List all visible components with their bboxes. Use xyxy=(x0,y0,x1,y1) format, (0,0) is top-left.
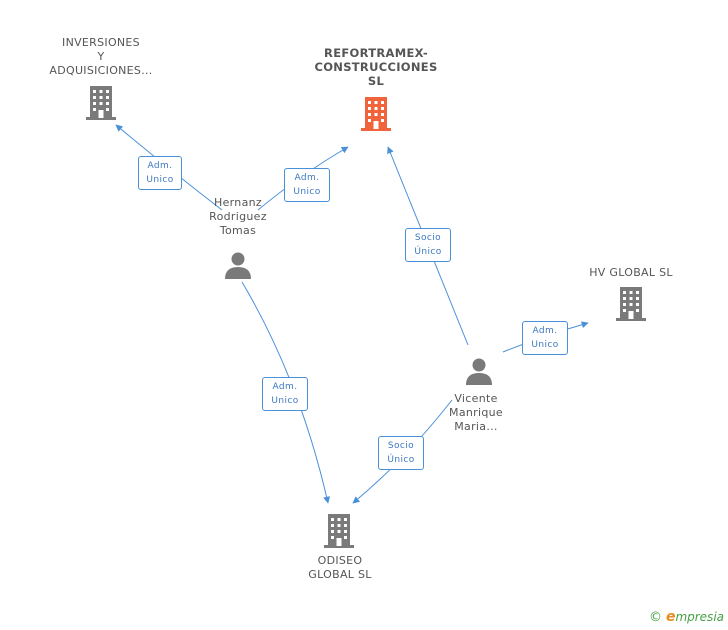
edge-label-vicente-hvglobal: Adm. Unico xyxy=(522,321,568,355)
building-icon[interactable] xyxy=(324,514,354,548)
node-label-odiseo[interactable]: ODISEO GLOBAL SL xyxy=(308,554,372,581)
node-label-inversiones[interactable]: INVERSIONES Y ADQUISICIONES... xyxy=(49,36,153,77)
node-label-refortramex[interactable]: REFORTRAMEX- CONSTRUCCIONES SL xyxy=(314,46,438,88)
building-icon[interactable] xyxy=(86,86,116,120)
person-icon[interactable] xyxy=(465,357,493,385)
building-icon[interactable] xyxy=(616,287,646,321)
edge-label-vicente-odiseo: Socio Único xyxy=(378,436,424,470)
node-label-vicente[interactable]: Vicente Manrique Maria... xyxy=(449,392,503,433)
empresia-logo: © empresia xyxy=(649,609,724,625)
building-icon[interactable] xyxy=(361,97,391,131)
node-label-hernanz[interactable]: Hernanz Rodriguez Tomas xyxy=(209,196,267,237)
edge-label-vicente-refortramex: Socio Único xyxy=(405,228,451,262)
brand-initial: e xyxy=(665,609,676,625)
node-label-hvglobal[interactable]: HV GLOBAL SL xyxy=(589,266,673,279)
brand-name: mpresia xyxy=(675,610,724,624)
edge-label-hernanz-odiseo: Adm. Unico xyxy=(262,377,308,411)
copyright-icon: © xyxy=(648,609,662,625)
edge-label-hernanz-refortramex: Adm. Unico xyxy=(284,168,330,202)
person-icon[interactable] xyxy=(224,251,252,279)
edge-label-hernanz-inversiones: Adm. Unico xyxy=(138,156,182,190)
